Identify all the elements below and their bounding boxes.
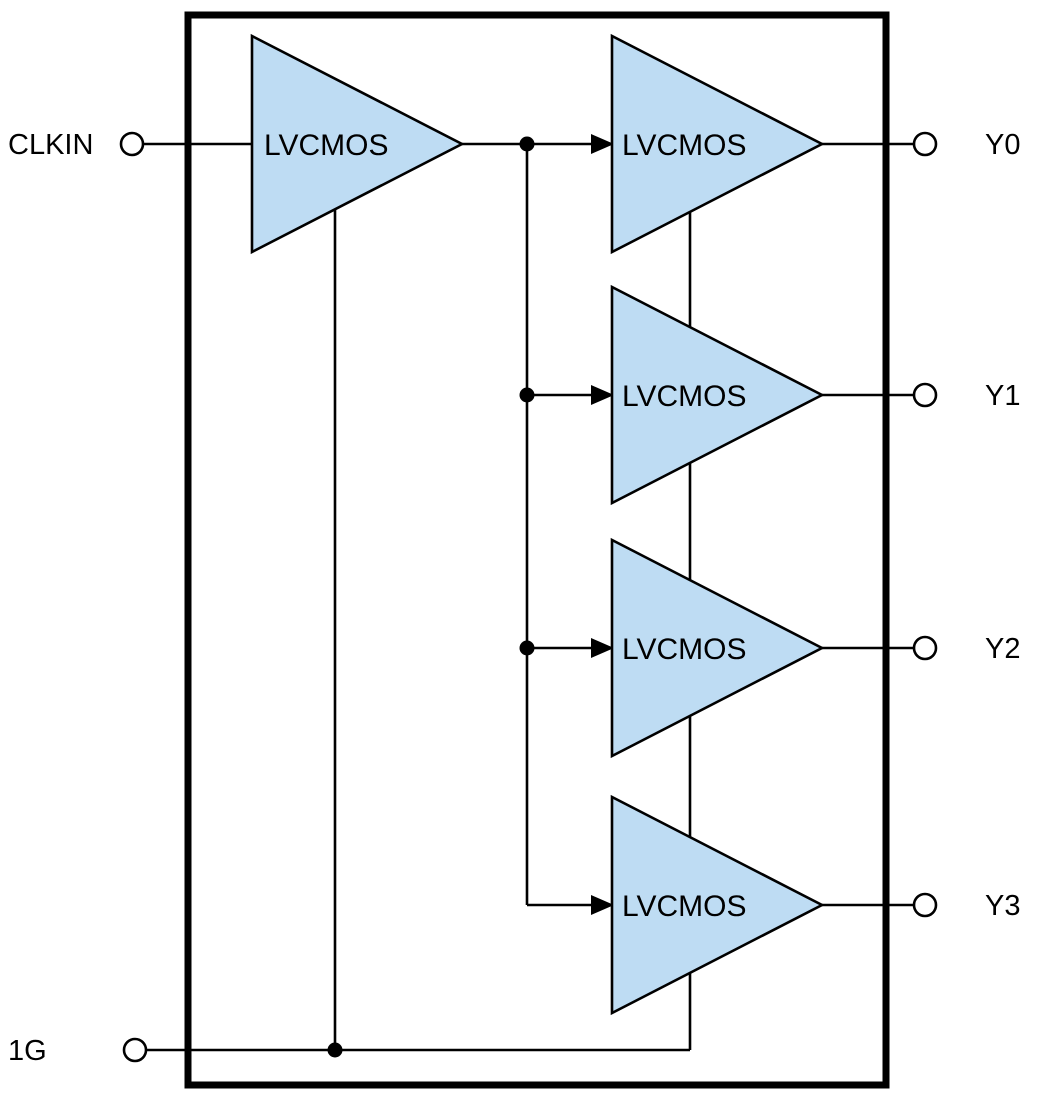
y2-pin-label: Y2	[985, 633, 1020, 665]
output-buffer-y0-label: LVCMOS	[622, 129, 746, 162]
arrowhead-y1	[591, 385, 614, 405]
output-buffer-y1-label: LVCMOS	[622, 380, 746, 413]
y1-pin-label: Y1	[985, 380, 1020, 412]
y0-terminal	[912, 131, 938, 157]
pin-terminals	[119, 131, 938, 1063]
output-buffer-y3-label: LVCMOS	[622, 890, 746, 923]
output-buffer-y2-label: LVCMOS	[622, 633, 746, 666]
y1-terminal	[912, 382, 938, 408]
y3-pin-label: Y3	[985, 890, 1020, 922]
arrowhead-y0	[591, 134, 614, 154]
enable-pin-label: 1G	[8, 1035, 47, 1067]
buffers	[250, 33, 825, 1016]
input-buffer-label: LVCMOS	[264, 129, 388, 162]
enable-terminal	[122, 1037, 148, 1063]
buffer-labels: LVCMOS LVCMOS LVCMOS LVCMOS LVCMOS	[264, 129, 746, 923]
junction-dot	[327, 1042, 343, 1058]
output-buffer-y3	[610, 794, 825, 1016]
arrowhead-y2	[591, 638, 614, 658]
junction-dot	[519, 640, 535, 656]
output-buffer-y2	[610, 537, 825, 759]
clkin-terminal	[119, 131, 145, 157]
clkin-pin-label: CLKIN	[8, 129, 93, 161]
output-buffer-y0	[610, 33, 825, 255]
pin-labels: CLKIN 1G Y0 Y1 Y2 Y3	[8, 129, 1020, 1067]
y0-pin-label: Y0	[985, 129, 1020, 161]
arrowhead-y3	[591, 895, 614, 915]
y3-terminal	[912, 892, 938, 918]
input-buffer	[250, 33, 465, 255]
junction-dot	[519, 387, 535, 403]
chip-boundary	[184, 11, 890, 1089]
y2-terminal	[912, 635, 938, 661]
junction-dot	[519, 136, 535, 152]
output-buffer-y1	[610, 284, 825, 506]
enable-wiring	[146, 144, 692, 1058]
clock-wiring	[143, 134, 914, 915]
